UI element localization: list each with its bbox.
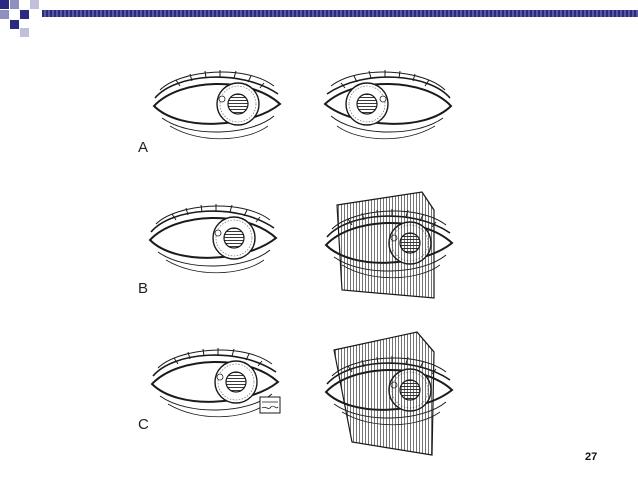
- eye-b-left: [149, 203, 277, 274]
- eye-a-left: [153, 69, 281, 140]
- corner-squares-decoration: [0, 0, 52, 38]
- slide-number: 27: [585, 451, 598, 463]
- tiny-chart-icon: [259, 396, 281, 414]
- label-b: B: [138, 280, 149, 297]
- eye-c-right-with-occluder: [325, 331, 453, 456]
- eye-b-right-with-occluder: [325, 191, 453, 299]
- label-c: C: [138, 416, 149, 433]
- label-a: A: [138, 139, 149, 156]
- top-title-bar: [42, 10, 638, 17]
- eye-a-right: [324, 69, 452, 140]
